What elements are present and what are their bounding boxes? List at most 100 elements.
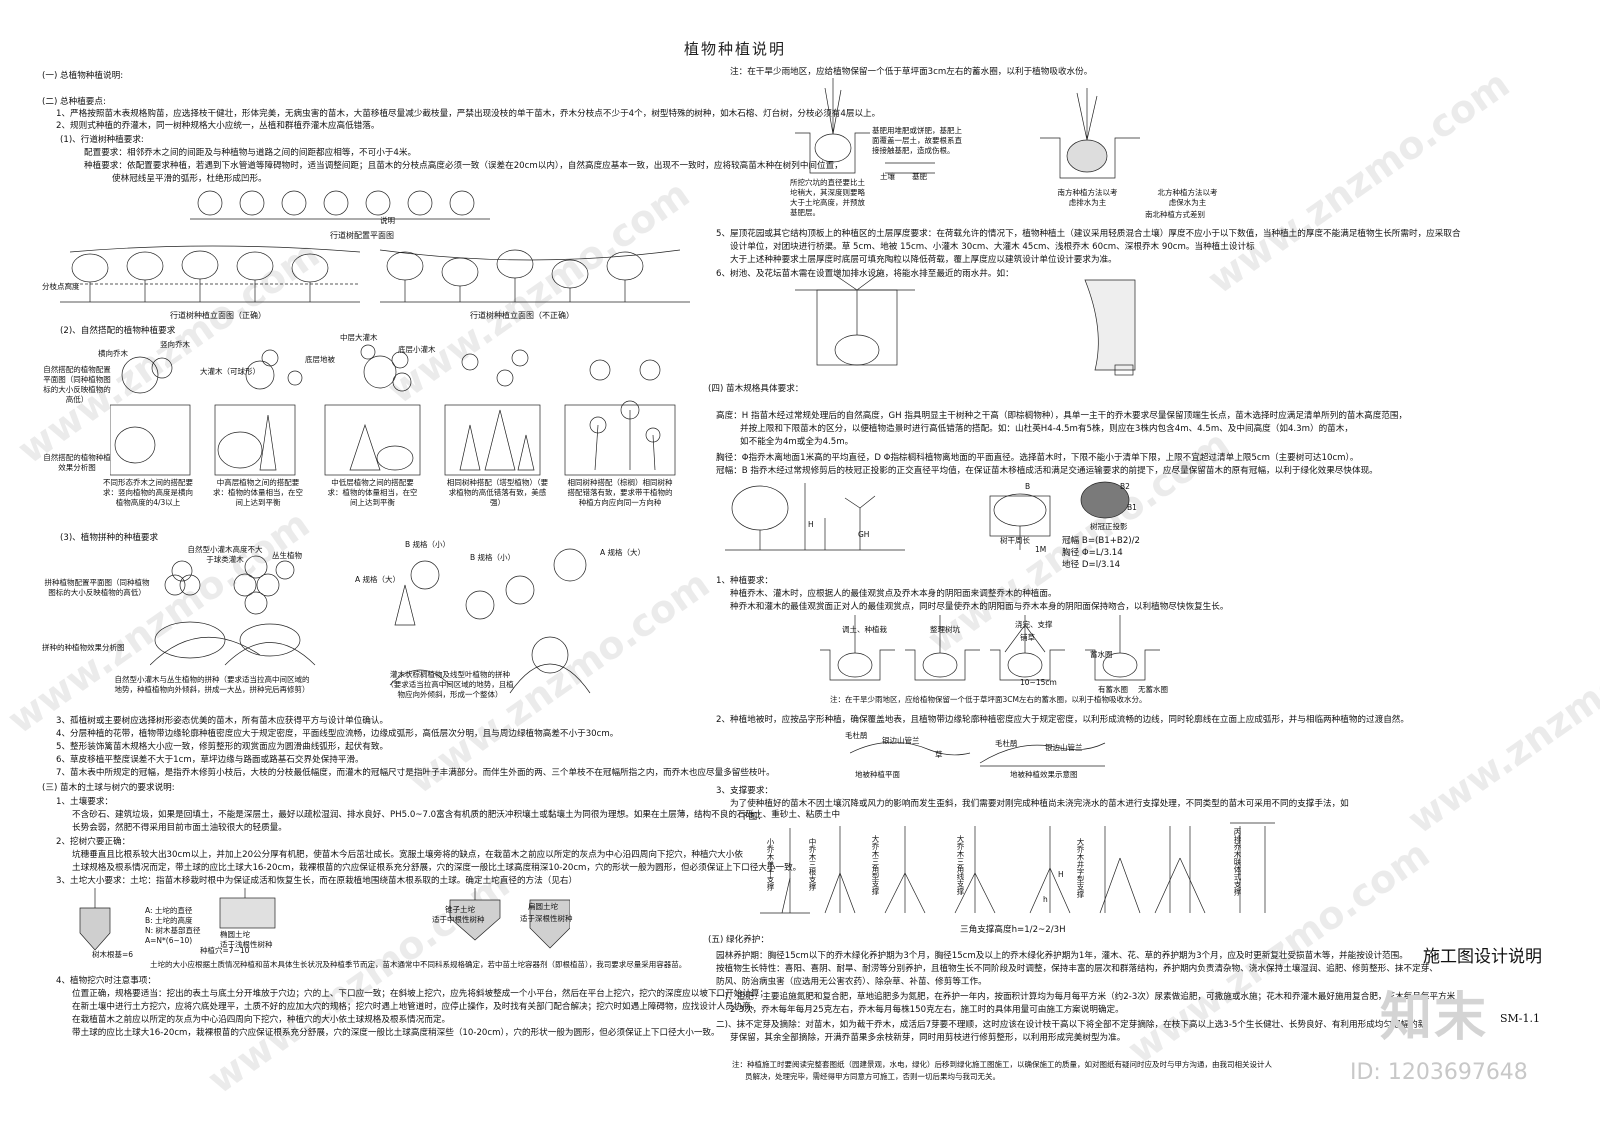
page-title: 植物种植说明 — [683, 40, 786, 58]
subheading: (2)、自然搭配的植物种植要求 — [60, 326, 176, 336]
support-figure — [760, 822, 1275, 914]
list-item: 3、孤植树或主要树应选择树形姿态优美的苗木，所有苗木应获得平方与设计单位确认。 — [56, 716, 389, 726]
paragraph: 位置正确，规格要适当：挖出的表土与底土分开堆放于穴边；穴的上、下口应一致；在斜坡… — [72, 989, 769, 999]
subheading: 1、土壤要求： — [56, 797, 114, 807]
subheading: 2、挖树穴要正确： — [56, 837, 131, 847]
figure-label: h — [1043, 895, 1048, 904]
street-tree-elevation-figure — [60, 245, 690, 303]
paragraph: 1、严格按照苗木表规格购苗，应选择枝干健壮，形体完美，无病虫害的苗木，大苗移植尽… — [56, 109, 881, 119]
section-heading: (二) 总种植要点: — [42, 97, 106, 107]
formula: 胸径 Φ=L/3.14 — [1062, 548, 1123, 558]
figure-label: 整理树坑 — [930, 625, 960, 634]
figure-caption: 中高层植物之间的搭配要求：植物的体量相当，在空间上达到平衡 — [213, 478, 303, 507]
figure-label: 自然型小灌木高度不大于球类灌木 — [187, 545, 263, 564]
figure-caption: 相同树种搭配（棕榈）相同树种搭配错落有致，要求带干植物的种植方向应向同一方向种 — [567, 478, 673, 507]
figure-caption: 自然型小灌木与丛生植物的拼种（要求适当拉高中间区域的地势，种植植物向外倾斜，拼成… — [114, 675, 310, 694]
combination-planting-figure — [150, 548, 591, 694]
paragraph: 长势会弱，然肥不得采用目前市面土油较很大的轻质量。 — [72, 823, 287, 833]
footnote: 员解决，处理完毕，需经得甲方同意方可施工，否则一切后果均与我司无关。 — [745, 1072, 1000, 1081]
figure-label: 横向乔木 — [98, 349, 128, 358]
paragraph: 胸径：Φ指乔木离地面1米高的平均直径，D Φ指棕榈科植物离地面的平面直径。选择苗… — [716, 453, 1359, 463]
brand-logo: 知末 — [1380, 988, 1489, 1048]
subheading: 4、植物挖穴时注意事项： — [56, 976, 156, 986]
figure-label: 毛杜鹃 — [845, 731, 868, 740]
figure-label: 土壤 — [880, 172, 895, 181]
watermark: www.znzmo.com — [1199, 61, 1518, 303]
paragraph: 为了使种植好的苗木不因土壤沉降或风力的影响而发生歪斜，我们需要对刚完成种植尚未浇… — [730, 799, 1349, 809]
paragraph: 配置要求：相邻乔木之间的间距及与种植物与道路之间的间距都应相等，不可小于4米。 — [84, 148, 417, 158]
natural-planting-figure — [110, 344, 676, 476]
paragraph: 使林冠线呈平滑的弧形，杜绝形成凹形。 — [112, 174, 267, 184]
paragraph: 坑穗垂直且比根系较大出30cm以上，并加上20公分厚有机肥，使苗木今后茁壮成长。… — [72, 850, 743, 860]
figure-label: A=N*(6~10) — [145, 936, 193, 945]
figure-label: 北方种植方法以考虑保水为主 — [1157, 188, 1218, 207]
figure-label: 自然搭配的植物配置平面图（同种植物图标的大小反映植物的高低） — [43, 365, 111, 404]
drawing-title: 施工图设计说明 — [1423, 947, 1542, 967]
figure-label: 扁圆土坨 — [528, 902, 558, 911]
paragraph: 二)、抹不定芽及摘除：对苗木，如为截干乔木，成活后7芽要不理顺，这时应该在设计枝… — [716, 1020, 1427, 1030]
subheading: (3)、植物拼种的种植要求 — [60, 533, 159, 543]
figure-label: 自然搭配的植物种植效果分析图 — [43, 453, 111, 472]
figure-label: 调土、种植栽 — [842, 625, 887, 634]
paragraph: 冠幅：B 指乔木经过常规修剪后的枝冠正投影的正交直径平均值，在保证苗木移植成活和… — [716, 466, 1378, 476]
section-heading: (一) 总植物种植说明: — [42, 71, 124, 81]
figure-note: 土坨的大小应根据土质情况种植和苗木具体生长状况及种植季节而定，苗木通常中不同科系… — [150, 960, 687, 969]
sheet-number: SM-1.1 — [1500, 1012, 1541, 1025]
paragraph: 带土球的应比土球大16-20cm，栽裸根苗的穴应保证根系充分舒展，穴的深度一般比… — [72, 1028, 720, 1038]
paragraph: 5、屋顶花园或其它结构顶板上的种植区的土层厚度要求：在荷载允许的情况下，植物种植… — [716, 229, 1461, 239]
figure-label: 树冠正投影 — [1090, 522, 1128, 531]
figure-caption: 灌木状棕榈植物及线型叶植物的拼种（要求适当拉高中间区域的地势，且植物应向外倾斜，… — [386, 670, 514, 699]
figure-label: H — [808, 520, 814, 529]
figure-label: 丛生植物 — [272, 551, 302, 560]
figure-label: 草 — [935, 750, 943, 759]
paragraph: 2、规则式种植的乔灌木，同一树种规格大小应统一，丛植和群植乔灌木应高低错落。 — [56, 121, 380, 131]
figure-label: 树干周长 — [1000, 536, 1030, 545]
figure-label: 中层大灌木 — [340, 333, 378, 342]
paragraph: 高度：H 指苗木经过常规处理后的自然高度，GH 指具明显主干树种之干高（即棕榈物… — [716, 411, 1408, 421]
figure-label: B 规格（小） — [470, 553, 516, 562]
figure-label: 无蓄水圈 — [1138, 685, 1168, 694]
figure-label: B1 — [1127, 503, 1137, 512]
paragraph: 不含砂石、建筑垃圾，如果是回填土，不能是深层土，最好以疏松湿润、排水良好、PH5… — [72, 810, 841, 820]
figure-label: 基肥用堆肥或饼肥，基肥上面覆盖一层土，故要根系直接接触基肥，造成伤根。 — [872, 126, 962, 155]
figure-label: 大灌木（可球形） — [200, 367, 260, 376]
figure-caption: 不同形态乔木之间的搭配要求：竖向植物的高度是横向植物高度的4/3以上 — [103, 478, 193, 507]
paragraph: 种乔木和灌木的最佳观赏面正对人的最佳观赏点，同时尽量使乔木的阴阳面与乔木本身的阴… — [730, 602, 1229, 612]
support-label: 中乔木三根支撑 — [808, 838, 817, 891]
figure-label: 毛杜鹃 — [995, 739, 1018, 748]
section-heading: (四) 苗木规格具体要求： — [708, 384, 804, 394]
figure-label: 拼种植物配置平面图（同种植物图标的大小反映植物的高低） — [44, 578, 150, 597]
figure-label: B: 土坨的高度 — [145, 916, 193, 925]
subheading: 3、支撑要求： — [716, 786, 774, 796]
figure-label: GH — [858, 530, 870, 539]
figure-label: B — [1025, 482, 1031, 491]
figure-caption: 行道树配置平面图 — [330, 231, 394, 240]
support-label: 小乔木单干支撑 — [766, 838, 775, 891]
figure-caption: 中低层植物之间的搭配要求：植物的体量相当，在空间上达到平衡 — [327, 478, 418, 507]
figure-label: A 规格（大） — [355, 575, 401, 584]
figure-label: 说明 — [380, 216, 395, 225]
support-label: 丙排乔木联体式支撑 — [1233, 828, 1242, 896]
paragraph: 种植要求：依配置要求种植，若遇到下水管道等障碍物时，适当调整间距；且苗木的分枝点… — [84, 161, 843, 171]
paragraph: 2-3次，乔木每年每月25克左右，乔木每月每株150克左右，施工时的具体用量可由… — [730, 1005, 1124, 1015]
figure-label: B2 — [1120, 482, 1130, 491]
figure-caption: 相同树种搭配（塔型植物）（要求植物的高低错落有致，美感强） — [446, 478, 549, 507]
paragraph: 大于上述种种要求土层厚度时底层可填充陶粒以降低荷载，覆上厚度应以建筑设计单位设计… — [730, 255, 1117, 265]
list-item: 6、草皮移植平整度误差不大于1cm，草坪边缘与路面或路基石交界处保持平滑。 — [56, 755, 364, 765]
paragraph: 防风、防治病虫害（应选用无公害农药）、除杂草、补苗、修剪等工作。 — [716, 977, 987, 987]
figure-label: 底层地被 — [305, 355, 335, 364]
subheading: 1、种植要求： — [716, 576, 774, 586]
figure-caption: 地被种植平面 — [855, 770, 900, 779]
formula: 三角支撑高度h=1/2~2/3H — [960, 925, 1066, 935]
figure-label: 椭圆土坨 — [220, 930, 250, 939]
support-label: 大乔木井字型支撑 — [1076, 838, 1085, 898]
figure-caption: 地被种植效果示意图 — [1010, 770, 1078, 779]
footnote: 注：种植施工时要阅读完整套图纸（园建景观，水电，绿化）后移到绿化施工图施工，以确… — [732, 1060, 1272, 1069]
figure-label: 蓄水圈 — [1090, 650, 1113, 659]
figure-label: 银边山管兰 — [1045, 743, 1083, 752]
paragraph: 设计单位，对团块进行桥渠。草 5cm、地被 15cm、小灌木 30cm、大灌木 … — [730, 242, 1255, 252]
figure-label: 适于浅根性树种 — [220, 940, 273, 949]
support-label: 大乔木三角型支撑 — [871, 835, 880, 895]
figure-label: 南北种植方式差别 — [1145, 210, 1205, 219]
root-ball-figure — [79, 888, 570, 951]
